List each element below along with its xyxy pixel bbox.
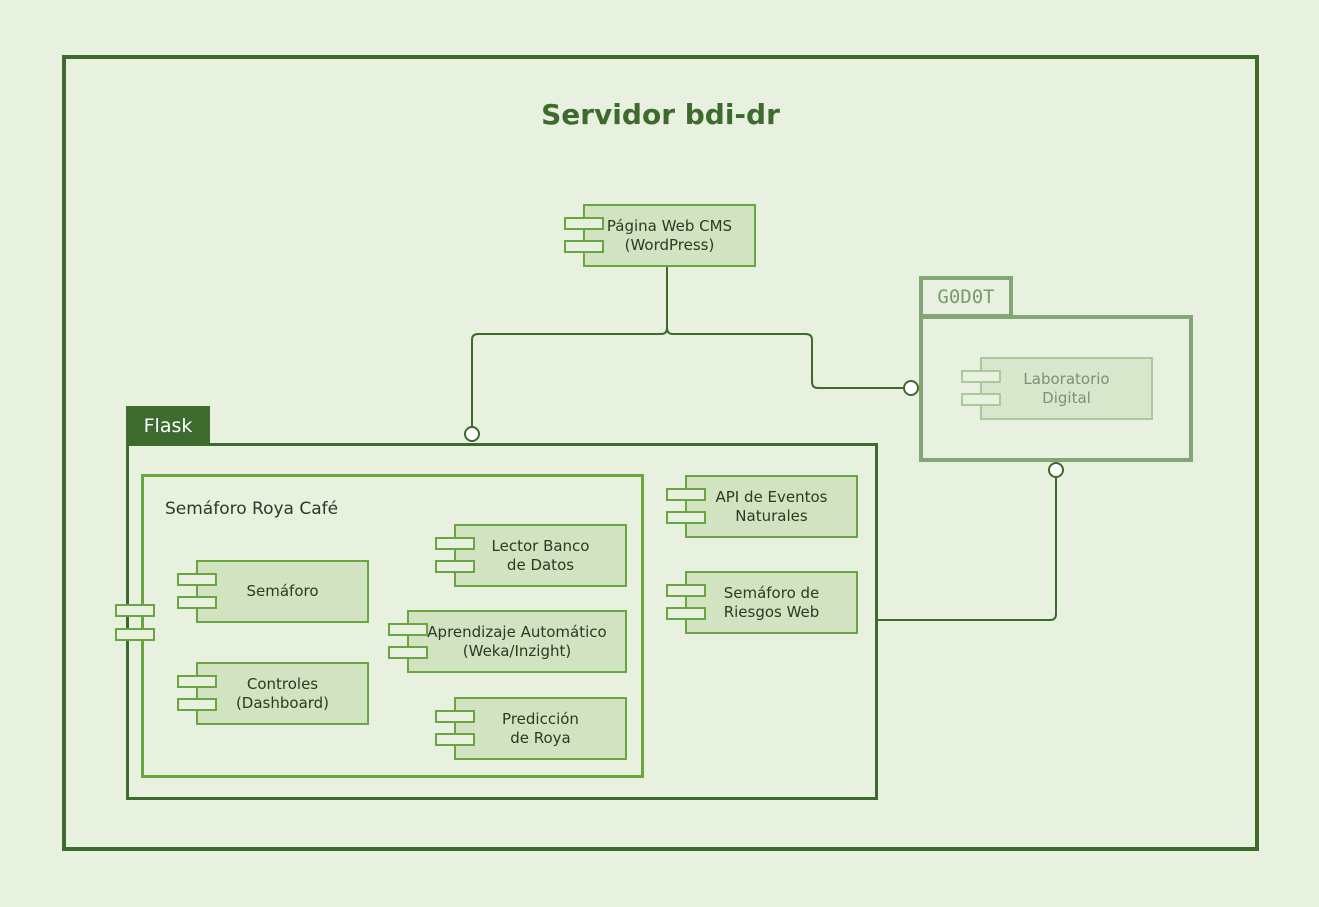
controles-component: Controles (Dashboard)	[196, 662, 369, 725]
laboratorio-port-top	[961, 370, 1001, 383]
semaforo-port-top	[177, 573, 217, 586]
flask-package	[126, 443, 878, 800]
cms-label: Página Web CMS (WordPress)	[606, 216, 733, 254]
cms-component-port-bottom	[564, 240, 604, 253]
prediccion-label: Predicción de Roya	[502, 709, 579, 747]
semaforo-port-bottom	[177, 596, 217, 609]
laboratorio-digital-component: Laboratorio Digital	[980, 357, 1153, 420]
cms-component: Página Web CMS (WordPress)	[583, 204, 756, 267]
api-eventos-port-bottom	[666, 511, 706, 524]
lector-banco-label: Lector Banco de Datos	[491, 536, 590, 574]
lector-port-top	[435, 537, 475, 550]
api-eventos-label: API de Eventos Naturales	[715, 487, 828, 525]
semaforo-roya-port-top	[115, 604, 155, 617]
godot-interface-socket-left	[903, 380, 919, 396]
cms-component-port-top	[564, 217, 604, 230]
lector-port-bottom	[435, 560, 475, 573]
semaforo-label: Semáforo	[246, 582, 319, 600]
godot-package-tab: G0D0T	[919, 276, 1013, 318]
laboratorio-port-bottom	[961, 393, 1001, 406]
semaforo-roya-title: Semáforo Roya Café	[165, 499, 339, 519]
semaforo-riesgos-port-bottom	[666, 607, 706, 620]
cms-to-flask-wire	[471, 266, 668, 427]
prediccion-port-bottom	[435, 733, 475, 746]
godot-interface-socket-bottom	[1048, 462, 1064, 478]
cms-to-godot-wire	[666, 327, 903, 389]
controles-port-top	[177, 675, 217, 688]
server-title: Servidor bdi-dr	[541, 98, 780, 131]
semaforo-roya-package	[141, 474, 644, 778]
godot-package	[919, 315, 1193, 462]
laboratorio-digital-label: Laboratorio Digital	[1023, 369, 1110, 407]
api-eventos-component: API de Eventos Naturales	[685, 475, 858, 538]
server-container	[62, 55, 1259, 851]
aprendizaje-port-top	[388, 623, 428, 636]
lector-banco-component: Lector Banco de Datos	[454, 524, 627, 587]
aprendizaje-port-bottom	[388, 646, 428, 659]
semaforo-component: Semáforo	[196, 560, 369, 623]
semaforo-riesgos-label: Semáforo de Riesgos Web	[723, 583, 820, 621]
riesgos-to-godot-wire	[878, 477, 1057, 621]
flask-package-tab: Flask	[126, 406, 210, 446]
prediccion-port-top	[435, 710, 475, 723]
semaforo-roya-port-bottom	[115, 628, 155, 641]
flask-interface-socket	[464, 426, 480, 442]
aprendizaje-label: Aprendizaje Automático (Weka/Inzight)	[427, 622, 607, 660]
prediccion-roya-component: Predicción de Roya	[454, 697, 627, 760]
controles-port-bottom	[177, 698, 217, 711]
aprendizaje-automatico-component: Aprendizaje Automático (Weka/Inzight)	[407, 610, 627, 673]
semaforo-riesgos-component: Semáforo de Riesgos Web	[685, 571, 858, 634]
api-eventos-port-top	[666, 488, 706, 501]
controles-label: Controles (Dashboard)	[235, 674, 330, 712]
semaforo-riesgos-port-top	[666, 584, 706, 597]
